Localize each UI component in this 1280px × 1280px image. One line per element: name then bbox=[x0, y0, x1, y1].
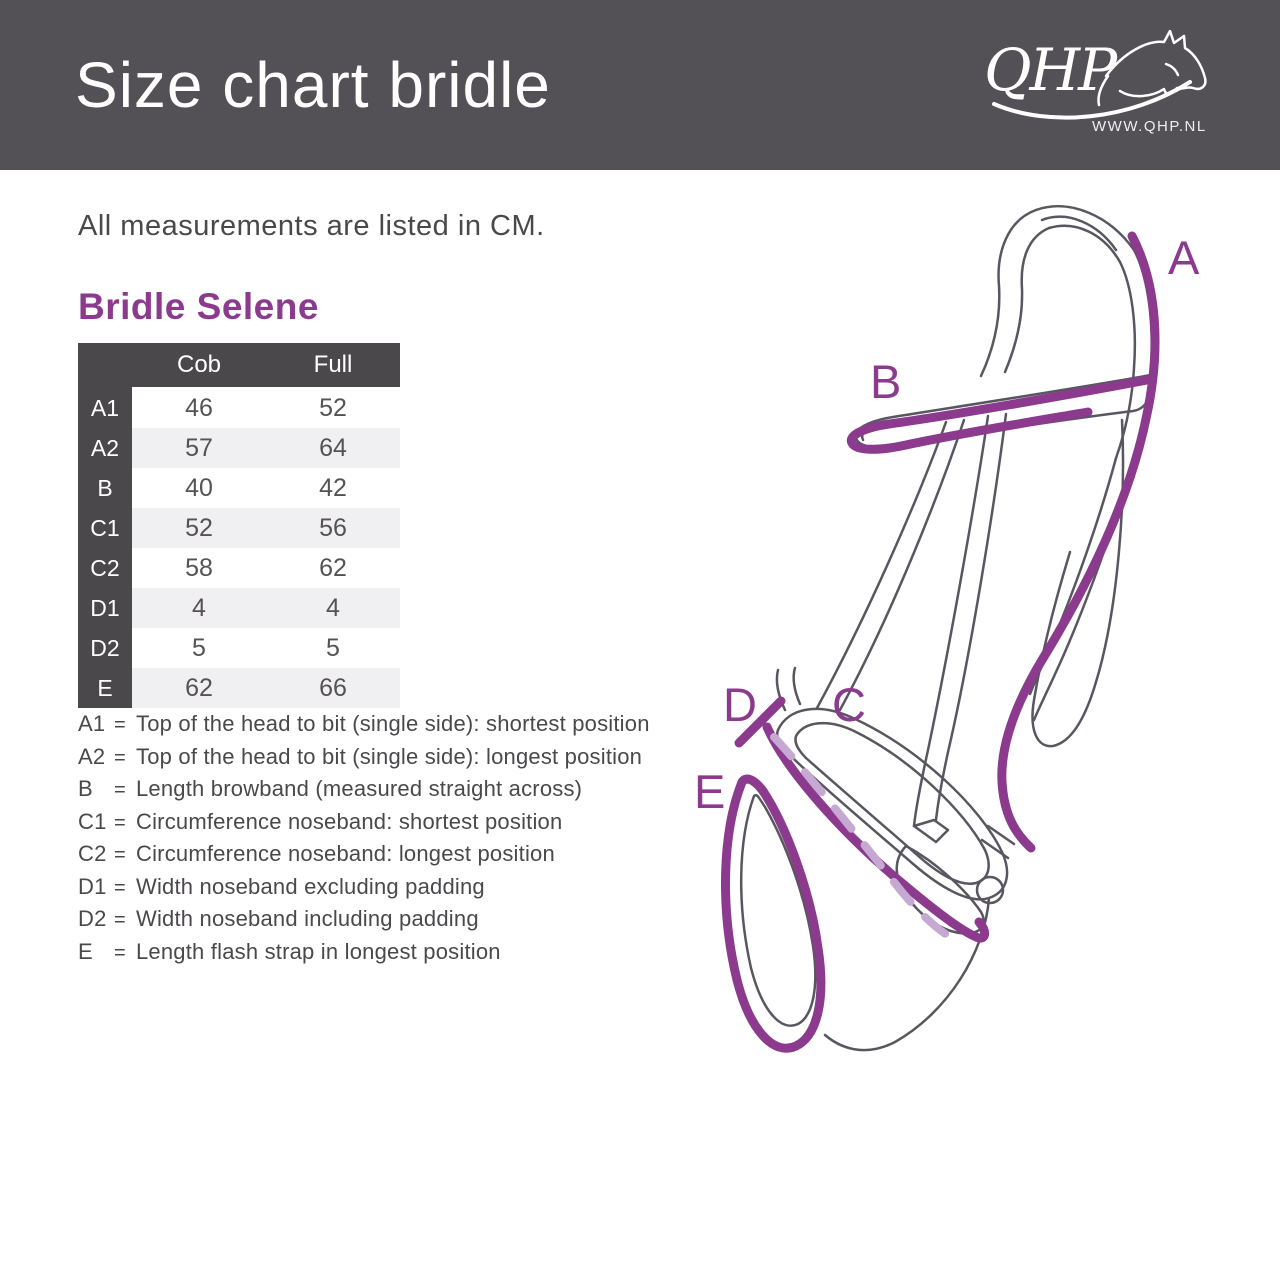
label-e: E bbox=[694, 765, 725, 818]
cell-value: 58 bbox=[132, 548, 266, 588]
legend-key: A2 bbox=[78, 743, 106, 769]
column-header-full: Full bbox=[266, 343, 400, 388]
legend-text: Circumference noseband: shortest positio… bbox=[136, 808, 563, 834]
legend-item-c1: C1 = Circumference noseband: shortest po… bbox=[78, 809, 658, 842]
label-c: C bbox=[832, 678, 866, 731]
legend-item-c2: C2 = Circumference noseband: longest pos… bbox=[78, 841, 658, 874]
table-row-c2: C2 58 62 bbox=[78, 548, 400, 588]
legend-equals: = bbox=[114, 876, 126, 899]
table-row-d1: D1 4 4 bbox=[78, 588, 400, 628]
legend-text: Length browband (measured straight acros… bbox=[136, 776, 583, 801]
legend-equals: = bbox=[114, 941, 126, 964]
legend-key: A1 bbox=[78, 711, 106, 736]
table-corner-cell bbox=[78, 343, 132, 388]
row-label: C2 bbox=[78, 548, 132, 588]
table-row-e: E 62 66 bbox=[78, 668, 400, 708]
cell-value: 5 bbox=[132, 628, 266, 668]
cell-value: 62 bbox=[132, 668, 266, 708]
cell-value: 40 bbox=[132, 468, 266, 508]
legend-text: Length flash strap in longest position bbox=[136, 938, 501, 964]
brand-url: WWW.QHP.NL bbox=[1092, 118, 1207, 135]
measurement-line-b bbox=[846, 375, 1152, 454]
legend-equals: = bbox=[114, 909, 126, 931]
legend-key: B bbox=[78, 776, 93, 801]
legend-item-e: E = Length flash strap in longest positi… bbox=[78, 939, 658, 972]
cell-value: 4 bbox=[132, 588, 266, 628]
table-row-b: B 40 42 bbox=[78, 468, 400, 508]
legend-item-d1: D1 = Width noseband excluding padding bbox=[78, 874, 658, 907]
table-row-a2: A2 57 64 bbox=[78, 428, 400, 468]
label-d: D bbox=[723, 678, 757, 731]
table-header-row: Cob Full bbox=[78, 343, 400, 388]
legend-text: Top of the head to bit (single side): lo… bbox=[136, 743, 643, 769]
legend-item-b: B = Length browband (measured straight a… bbox=[78, 776, 658, 809]
row-label: A2 bbox=[78, 428, 132, 468]
intro-text: All measurements are listed in CM. bbox=[78, 210, 545, 242]
legend-key: C2 bbox=[78, 841, 107, 866]
cell-value: 52 bbox=[266, 386, 400, 428]
legend-equals: = bbox=[114, 811, 126, 834]
section-title: Bridle Selene bbox=[78, 286, 319, 327]
label-a: A bbox=[1168, 231, 1200, 284]
horse-head-icon bbox=[992, 30, 1207, 120]
legend-equals: = bbox=[114, 714, 126, 736]
row-label: E bbox=[78, 668, 132, 708]
legend-key: D1 bbox=[78, 873, 107, 899]
legend-item-d2: D2 = Width noseband including padding bbox=[78, 906, 658, 939]
cell-value: 42 bbox=[266, 468, 400, 508]
legend-key: D2 bbox=[78, 906, 107, 931]
legend-text: Width noseband including padding bbox=[136, 906, 479, 931]
legend-text: Top of the head to bit (single side): sh… bbox=[136, 711, 650, 736]
cell-value: 56 bbox=[266, 508, 400, 548]
size-table: Cob Full A1 46 52 A2 57 64 B 40 42 C1 bbox=[78, 343, 400, 708]
row-label: B bbox=[78, 468, 132, 508]
measurement-line-e bbox=[721, 774, 826, 1053]
measurement-line-c bbox=[762, 722, 990, 943]
measurement-line-a bbox=[997, 231, 1160, 853]
cell-value: 57 bbox=[132, 428, 266, 468]
row-label: D2 bbox=[78, 628, 132, 668]
cell-value: 66 bbox=[266, 668, 400, 708]
header-banner: Size chart bridle QHP WWW.QHP.NL bbox=[0, 0, 1280, 170]
page-title: Size chart bridle bbox=[75, 49, 551, 121]
row-label: D1 bbox=[78, 588, 132, 628]
cell-value: 64 bbox=[266, 428, 400, 468]
table-row-d2: D2 5 5 bbox=[78, 628, 400, 668]
cell-value: 46 bbox=[132, 386, 266, 428]
legend-key: E bbox=[78, 938, 93, 964]
diagram-labels: A B C D E bbox=[694, 231, 1200, 818]
label-b: B bbox=[870, 355, 901, 408]
legend-equals: = bbox=[114, 746, 126, 769]
bridle-diagram: A B C D E bbox=[690, 190, 1260, 1110]
cell-value: 52 bbox=[132, 508, 266, 548]
table-row-c1: C1 52 56 bbox=[78, 508, 400, 548]
legend-equals: = bbox=[114, 779, 126, 801]
legend-text: Circumference noseband: longest position bbox=[136, 841, 555, 866]
row-label: C1 bbox=[78, 508, 132, 548]
legend-equals: = bbox=[114, 844, 126, 866]
qhp-logo: QHP WWW.QHP.NL bbox=[980, 30, 1220, 145]
cell-value: 62 bbox=[266, 548, 400, 588]
cell-value: 5 bbox=[266, 628, 400, 668]
brand-wordmark: QHP bbox=[984, 36, 1117, 104]
row-label: A1 bbox=[78, 388, 132, 428]
legend-item-a1: A1 = Top of the head to bit (single side… bbox=[78, 711, 658, 744]
column-header-cob: Cob bbox=[132, 343, 266, 388]
measurement-lines bbox=[721, 231, 1160, 1053]
cell-value: 4 bbox=[266, 588, 400, 628]
table-row-a1: A1 46 52 bbox=[78, 386, 400, 428]
measurement-line-dashed bbox=[770, 733, 962, 945]
legend-text: Width noseband excluding padding bbox=[136, 873, 485, 899]
legend-item-a2: A2 = Top of the head to bit (single side… bbox=[78, 744, 658, 777]
measurement-line-d bbox=[734, 696, 786, 748]
legend-key: C1 bbox=[78, 808, 107, 834]
measurement-legend: A1 = Top of the head to bit (single side… bbox=[78, 711, 658, 971]
